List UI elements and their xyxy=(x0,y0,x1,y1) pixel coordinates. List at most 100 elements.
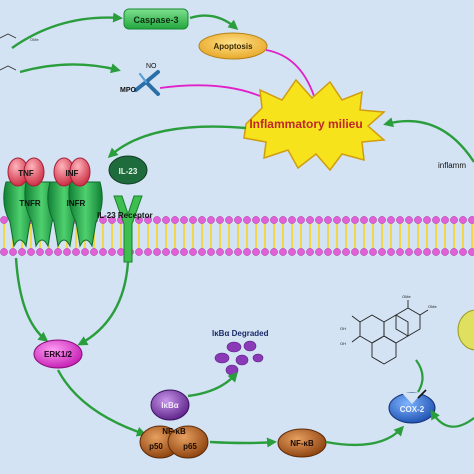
lipid-head xyxy=(270,216,278,224)
magenta-link-mpo xyxy=(159,84,261,97)
lipid-head xyxy=(459,216,467,224)
lipid-head xyxy=(288,248,296,256)
lipid-head xyxy=(342,216,350,224)
lipid-head xyxy=(423,248,431,256)
lipid-head xyxy=(396,248,404,256)
lipid-head xyxy=(351,216,359,224)
chem-ome-label: OMe xyxy=(30,37,39,42)
arrow-erk-to-nfkb xyxy=(56,369,147,437)
arrow-to-caspase xyxy=(11,12,123,49)
nfkb-complex-label: NF-κB xyxy=(162,427,186,436)
ikba-degraded-label: IκBα Degraded xyxy=(212,329,269,338)
lipid-head xyxy=(171,248,179,256)
inf-label: INF xyxy=(66,169,79,178)
lipid-head xyxy=(99,216,107,224)
lipid-head xyxy=(468,216,474,224)
lipid-head xyxy=(387,216,395,224)
lipid-head xyxy=(261,216,269,224)
lipid-head xyxy=(324,216,332,224)
ikba-node: IκBα xyxy=(150,389,190,421)
lipid-head xyxy=(279,216,287,224)
inflamm-edge-label: inflamm xyxy=(438,161,466,170)
p50-label: p50 xyxy=(149,442,163,451)
right-edge-node xyxy=(457,309,474,351)
lipid-head xyxy=(153,248,161,256)
lipid-head xyxy=(441,216,449,224)
lipid-head xyxy=(243,216,251,224)
phenanthrene-structure xyxy=(351,300,429,365)
arrow-from-right-to-milieu xyxy=(383,117,474,163)
lipid-head xyxy=(441,248,449,256)
lipid-head xyxy=(351,248,359,256)
p65-label: p65 xyxy=(183,442,197,451)
inf-ligand xyxy=(53,157,91,187)
tnf-label: TNF xyxy=(18,169,34,178)
lipid-head xyxy=(27,248,35,256)
infr-label: INFR xyxy=(67,199,86,208)
mpo-antibody-icon xyxy=(134,70,160,96)
cox2-label: COX-2 xyxy=(400,405,425,414)
lipid-head xyxy=(396,216,404,224)
arrow-caspase-to-apoptosis xyxy=(189,14,239,30)
il23-receptor-label: IL-23 Receptor xyxy=(97,211,153,220)
lipid-head xyxy=(315,248,323,256)
inflammatory-milieu-label: Inflammatory milieu xyxy=(249,117,362,131)
inflammatory-milieu-node: Inflammatory milieu xyxy=(243,78,386,172)
caspase3-label: Caspase-3 xyxy=(133,15,178,25)
lipid-head xyxy=(180,216,188,224)
nfkb-complex: NF-κB p50 p65 xyxy=(139,425,209,459)
lipid-head xyxy=(0,248,8,256)
lipid-head xyxy=(306,216,314,224)
lipid-head xyxy=(468,248,474,256)
lipid-head xyxy=(90,248,98,256)
magenta-link-apoptosis xyxy=(265,49,315,97)
lipid-head xyxy=(360,248,368,256)
lipid-head xyxy=(135,216,143,224)
degraded-fragments xyxy=(214,340,264,376)
arrow-il23r-to-erk xyxy=(77,261,130,346)
lipid-head xyxy=(270,248,278,256)
chem-oh-label-2: OH xyxy=(340,341,346,346)
lipid-head xyxy=(243,248,251,256)
lipid-head xyxy=(432,248,440,256)
erk12-node: ERK1/2 xyxy=(33,339,83,369)
lipid-head xyxy=(252,216,260,224)
lipid-head xyxy=(423,216,431,224)
lipid-head xyxy=(207,216,215,224)
lipid-head xyxy=(189,248,197,256)
infr-receptor xyxy=(47,181,103,248)
nfkb-node: NF-κB xyxy=(277,428,327,458)
lipid-head xyxy=(405,248,413,256)
lipid-head xyxy=(369,216,377,224)
arrow-complex-to-nfkb xyxy=(209,437,277,448)
arrow-nfkb-to-cox2 xyxy=(325,425,405,447)
lipid-head xyxy=(171,216,179,224)
lipid-head xyxy=(0,216,8,224)
top-left-molecule-fragment xyxy=(0,33,17,71)
no-label: NO xyxy=(146,63,157,70)
cox2-node: COX-2 xyxy=(388,392,436,424)
lipid-head xyxy=(459,248,467,256)
lipid-head xyxy=(9,248,17,256)
lipid-head xyxy=(162,216,170,224)
lipid-head xyxy=(18,248,26,256)
lipid-head xyxy=(162,248,170,256)
lipid-head xyxy=(333,248,341,256)
lipid-head xyxy=(378,216,386,224)
arrow-milieu-to-receptors xyxy=(107,125,247,159)
arrow-right-to-cox2 xyxy=(430,409,474,428)
apoptosis-node: Apoptosis xyxy=(198,32,268,60)
lipid-head xyxy=(144,216,152,224)
lipid-head xyxy=(63,248,71,256)
arrow-ikba-to-degraded xyxy=(187,371,238,398)
lipid-head xyxy=(324,248,332,256)
arrow-compound-to-cox2 xyxy=(415,359,424,393)
nfkb-label: NF-κB xyxy=(290,439,314,448)
lipid-head xyxy=(261,248,269,256)
lipid-head xyxy=(225,216,233,224)
lipid-head xyxy=(36,248,44,256)
lipid-head xyxy=(315,216,323,224)
lipid-head xyxy=(342,248,350,256)
arrow-to-mpo xyxy=(19,63,121,74)
